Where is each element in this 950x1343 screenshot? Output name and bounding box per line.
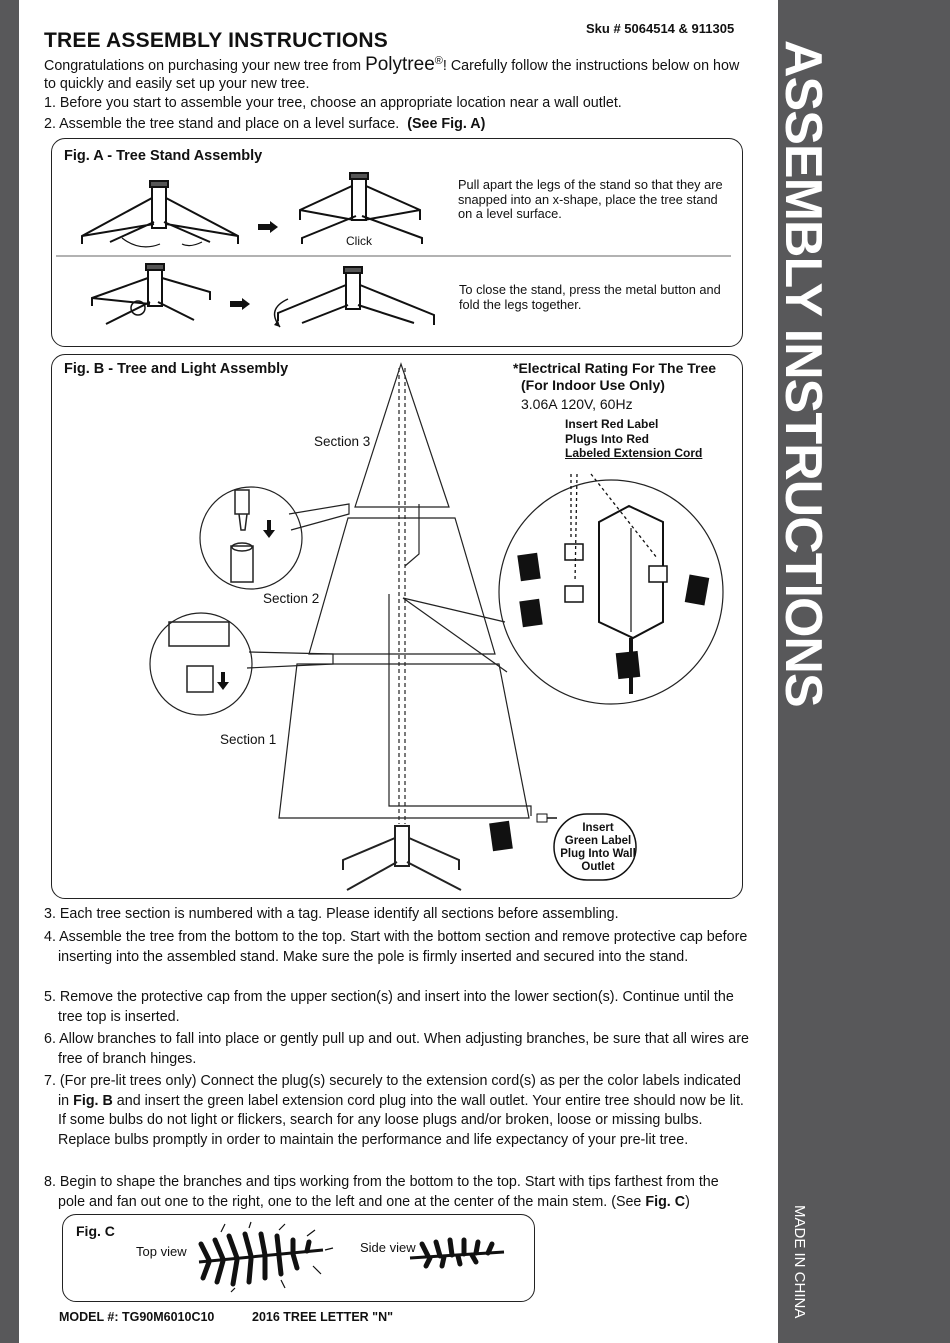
fig-a-label: Fig. A - Tree Stand Assembly — [64, 148, 263, 164]
green-label-note: Insert Green Label Plug Into Wall Outlet — [556, 822, 640, 874]
red-note-line-3: Labeled Extension Cord — [565, 446, 703, 460]
intro-paragraph: Congratulations on purchasing your new t… — [44, 52, 749, 93]
step-7-post: and insert the green label extension cor… — [58, 1092, 744, 1148]
stand-press-illustration — [91, 263, 211, 325]
step-8-post: ) — [685, 1193, 690, 1210]
step-2: 2. Assemble the tree stand and place on … — [44, 115, 749, 135]
step-5: 5. Remove the protective cap from the up… — [44, 989, 734, 1025]
red-note-line-2: Plugs Into Red — [565, 431, 649, 446]
stand-open-illustration — [81, 180, 239, 248]
section-2-label: Section 2 — [263, 591, 320, 606]
step-7-pre: 7. (For pre-lit trees only) Connect the … — [44, 1073, 741, 1109]
intro-text: Congratulations on purchasing your new t… — [44, 57, 366, 74]
fig-a-panel — [51, 138, 743, 347]
fig-c-panel — [62, 1214, 535, 1302]
stand-snapped-illustration — [299, 172, 423, 244]
electrical-title-1: *Electrical Rating For The Tree — [513, 360, 717, 376]
arrow-right-icon — [258, 221, 278, 233]
step-6: 6. Allow branches to fall into place or … — [44, 1031, 749, 1067]
fig-b-label: Fig. B - Tree and Light Assembly — [64, 361, 289, 377]
brand-name: Polytree — [365, 53, 435, 75]
right-side-band — [778, 0, 950, 1343]
green-note-line-1: Insert — [582, 822, 614, 834]
side-view-label: Side view — [360, 1240, 416, 1255]
section-1-label: Section 1 — [220, 732, 277, 747]
step-7: 7. (For pre-lit trees only) Connect the … — [44, 1072, 749, 1150]
step-2-text: 2. Assemble the tree stand and place on … — [44, 116, 400, 132]
fig-a-divider — [56, 255, 731, 257]
red-note-line-1: Insert Red Label — [565, 417, 659, 431]
step-4: 4. Assemble the tree from the bottom to … — [44, 929, 748, 965]
step-8-pre: 8. Begin to shape the branches and tips … — [44, 1174, 719, 1210]
branch-top-view-illustration — [198, 1221, 334, 1293]
stand-folded-illustration — [273, 266, 435, 328]
step-8: 8. Begin to shape the branches and tips … — [44, 1173, 749, 1212]
fig-a-note-close: To close the stand, press the metal butt… — [459, 282, 721, 312]
branch-side-view-illustration — [409, 1237, 505, 1269]
step-1: 1. Before you start to assemble your tre… — [44, 95, 622, 111]
step-2-ref: (See Fig. A) — [407, 116, 486, 132]
top-view-label: Top view — [136, 1244, 187, 1259]
electrical-value: 3.06A 120V, 60Hz — [521, 396, 633, 412]
green-note-line-4: Outlet — [581, 861, 615, 873]
step-7-ref: Fig. B — [73, 1092, 113, 1109]
electrical-title-2: (For Indoor Use Only) — [521, 377, 665, 393]
section-3-label: Section 3 — [314, 434, 371, 449]
red-label-note: Insert Red Label Plugs Into Red Labeled … — [565, 417, 702, 461]
fig-c-label: Fig. C — [76, 1223, 115, 1239]
vertical-title: ASSEMBLY INSTRUCTIONS — [774, 40, 832, 707]
tree-assembly-diagram — [149, 362, 724, 891]
green-note-line-2: Green Label — [564, 835, 632, 847]
brand-mark: ® — [434, 55, 443, 67]
fig-a-note-open: Pull apart the legs of the stand so that… — [458, 177, 723, 221]
click-label: Click — [346, 234, 372, 248]
fig-b-panel — [51, 354, 743, 899]
arrow-right-icon — [230, 298, 250, 310]
step-8-ref: Fig. C — [645, 1193, 686, 1210]
intro-text-end: ! Carefully follow the instructions belo… — [44, 57, 740, 92]
sku-number: Sku # 5064514 & 911305 — [586, 21, 735, 36]
model-number: MODEL #: TG90M6010C10 — [59, 1310, 215, 1324]
left-margin-bar — [0, 0, 19, 1343]
step-3: 3. Each tree section is numbered with a … — [44, 906, 619, 922]
made-in-label: MADE IN CHINA — [791, 1205, 808, 1319]
page-title: TREE ASSEMBLY INSTRUCTIONS — [44, 29, 388, 52]
electrical-rating: *Electrical Rating For The Tree (For Ind… — [513, 360, 716, 413]
tree-letter: 2016 TREE LETTER "N" — [252, 1310, 394, 1324]
green-note-line-3: Plug Into Wall — [560, 848, 636, 860]
